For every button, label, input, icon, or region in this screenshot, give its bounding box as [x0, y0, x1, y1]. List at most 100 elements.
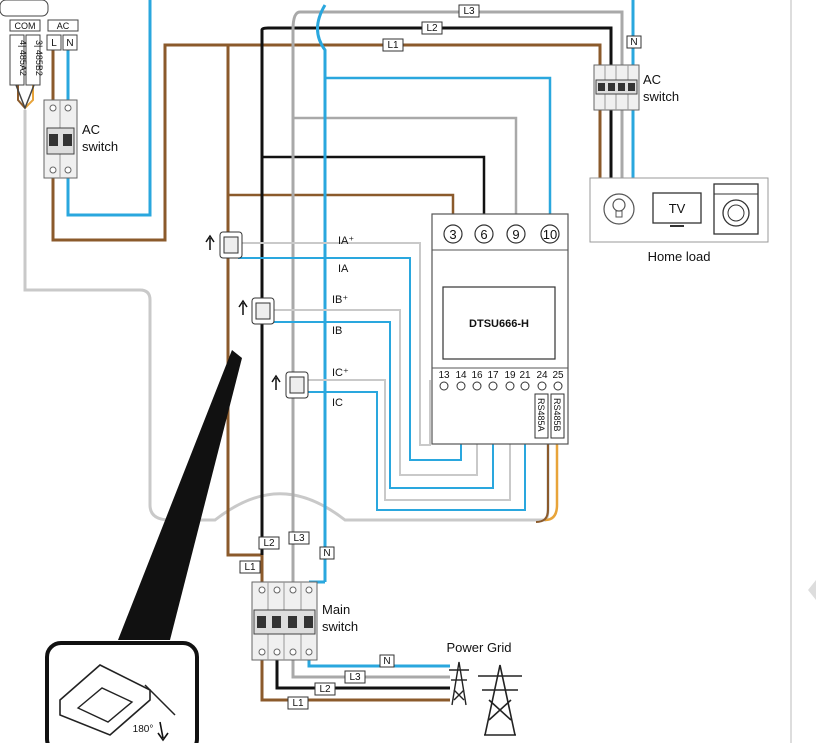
meter-terminal-9: 9: [512, 227, 519, 242]
left-ac-switch: [43, 99, 78, 179]
l3-to-meter-9: [293, 116, 518, 222]
rs485-orange-wire-top: [24, 85, 34, 109]
l3-grid-wire: [291, 660, 450, 679]
ia-plus-wire: [238, 242, 431, 446]
terminal-n: N: [66, 38, 73, 49]
ic-wire: [305, 385, 526, 511]
l1-left-vertical: [226, 45, 264, 582]
rs485a-brown-wire: [535, 440, 549, 523]
meter-terminal-24: 24: [536, 370, 548, 381]
tag-n-mid: N: [319, 546, 335, 560]
right-ac-switch-line2: switch: [643, 89, 679, 104]
ct-a: [205, 231, 243, 259]
rs485b-orange-wire: [544, 440, 559, 522]
tag-l2-mid: L2: [258, 536, 280, 550]
ct-b: [238, 297, 275, 325]
com-label: COM: [15, 21, 36, 31]
svg-text:L2: L2: [263, 538, 275, 549]
l2-bus: [260, 26, 613, 555]
meter-terminal-3: 3: [449, 227, 456, 242]
washing-machine-icon: [713, 183, 759, 235]
meter-terminal-25: 25: [552, 370, 564, 381]
home-load-label: Home load: [648, 249, 711, 264]
meter-terminal-14: 14: [455, 370, 467, 381]
svg-text:L3: L3: [293, 533, 305, 544]
large-pylon-icon: [478, 664, 522, 736]
meter-terminal-16: 16: [471, 370, 483, 381]
ac-label: AC: [57, 21, 70, 31]
svg-text:N: N: [323, 548, 330, 559]
tag-n-top: N: [626, 35, 642, 49]
ct-label-ib-plus: IB⁺: [332, 294, 348, 306]
scroll-arrow-icon: [808, 580, 816, 600]
ic-plus-wire: [305, 379, 511, 501]
com-pin-b: 3| 485B2: [34, 40, 44, 76]
left-ac-brown-loop: [51, 43, 262, 242]
ib-plus-wire: [270, 309, 478, 476]
l1-top-bus: [262, 43, 602, 65]
n-bus: [316, 4, 327, 582]
tag-l3-grid: L3: [344, 670, 366, 684]
n-grid-wire: [307, 660, 450, 668]
right-ac-switch: [593, 64, 640, 111]
ib-wire: [270, 321, 494, 489]
ct-label-ib: IB: [332, 325, 342, 337]
main-switch: [251, 581, 318, 661]
meter-top-terminals: 3 6 9 10: [443, 224, 560, 244]
tag-l1-grid: L1: [287, 696, 309, 710]
ct-c: [271, 371, 309, 399]
ct-orientation-inset: [45, 641, 199, 743]
ct-label-ic: IC: [332, 397, 343, 409]
meter-rs485a: RS485A: [536, 398, 546, 432]
com-pin-a: 4| 485A2: [18, 40, 28, 76]
tag-l1-top: L1: [382, 38, 404, 52]
ct-label-ia-plus: IA⁺: [338, 235, 354, 247]
left-ac-switch-line2: switch: [82, 139, 118, 154]
main-switch-line1: Main: [322, 602, 350, 617]
meter-rs485b: RS485B: [552, 398, 562, 432]
ct-label-ic-plus: IC⁺: [332, 367, 349, 379]
svg-text:L1: L1: [244, 562, 256, 573]
tag-n-grid: N: [379, 654, 395, 668]
tag-l3-mid: L3: [288, 531, 310, 545]
tag-l2-top: L2: [421, 21, 443, 35]
tag-l2-grid: L2: [314, 682, 336, 696]
main-switch-line2: switch: [322, 619, 358, 634]
terminal-l: L: [51, 38, 57, 49]
svg-text:L1: L1: [387, 40, 399, 51]
ia-wire: [238, 257, 462, 461]
meter-terminal-6: 6: [480, 227, 487, 242]
l1-grid-wire: [260, 660, 450, 702]
meter-terminal-10: 10: [543, 227, 557, 242]
inset-angle-label: 180°: [133, 724, 154, 735]
tv-icon: [652, 192, 702, 227]
ct-label-ia: IA: [338, 263, 349, 275]
svg-text:N: N: [383, 656, 390, 667]
l2-grid-wire: [275, 660, 450, 690]
tag-l3-top: L3: [458, 4, 480, 18]
l2-to-meter-6: [262, 155, 486, 222]
inverter-com-terminal: COM 4| 485A2 3| 485B2: [0, 0, 49, 111]
meter-terminal-17: 17: [487, 370, 499, 381]
lightbulb-icon: [603, 193, 635, 225]
power-grid-label: Power Grid: [446, 640, 511, 655]
n-to-meter-10: [325, 76, 552, 222]
right-ac-switch-line1: AC: [643, 72, 661, 87]
svg-text:L1: L1: [292, 698, 304, 709]
meter-terminal-19: 19: [504, 370, 516, 381]
svg-text:L3: L3: [349, 672, 361, 683]
svg-text:N: N: [630, 37, 637, 48]
meter-terminal-13: 13: [438, 370, 450, 381]
svg-text:L2: L2: [319, 684, 331, 695]
l1-to-meter-3: [228, 193, 455, 222]
meter-bottom-terminals: 13 14 16 17 19 21 24 25 RS485A RS485B: [438, 370, 565, 439]
svg-text:L3: L3: [463, 6, 475, 17]
left-ac-blue-loop: [66, 0, 152, 217]
small-pylon-icon: [449, 661, 469, 706]
left-ac-switch-line1: AC: [82, 122, 100, 137]
meter-terminal-21: 21: [519, 370, 531, 381]
inverter-ac-terminal: AC L N: [46, 19, 79, 51]
tag-l1-mid: L1: [239, 560, 261, 574]
